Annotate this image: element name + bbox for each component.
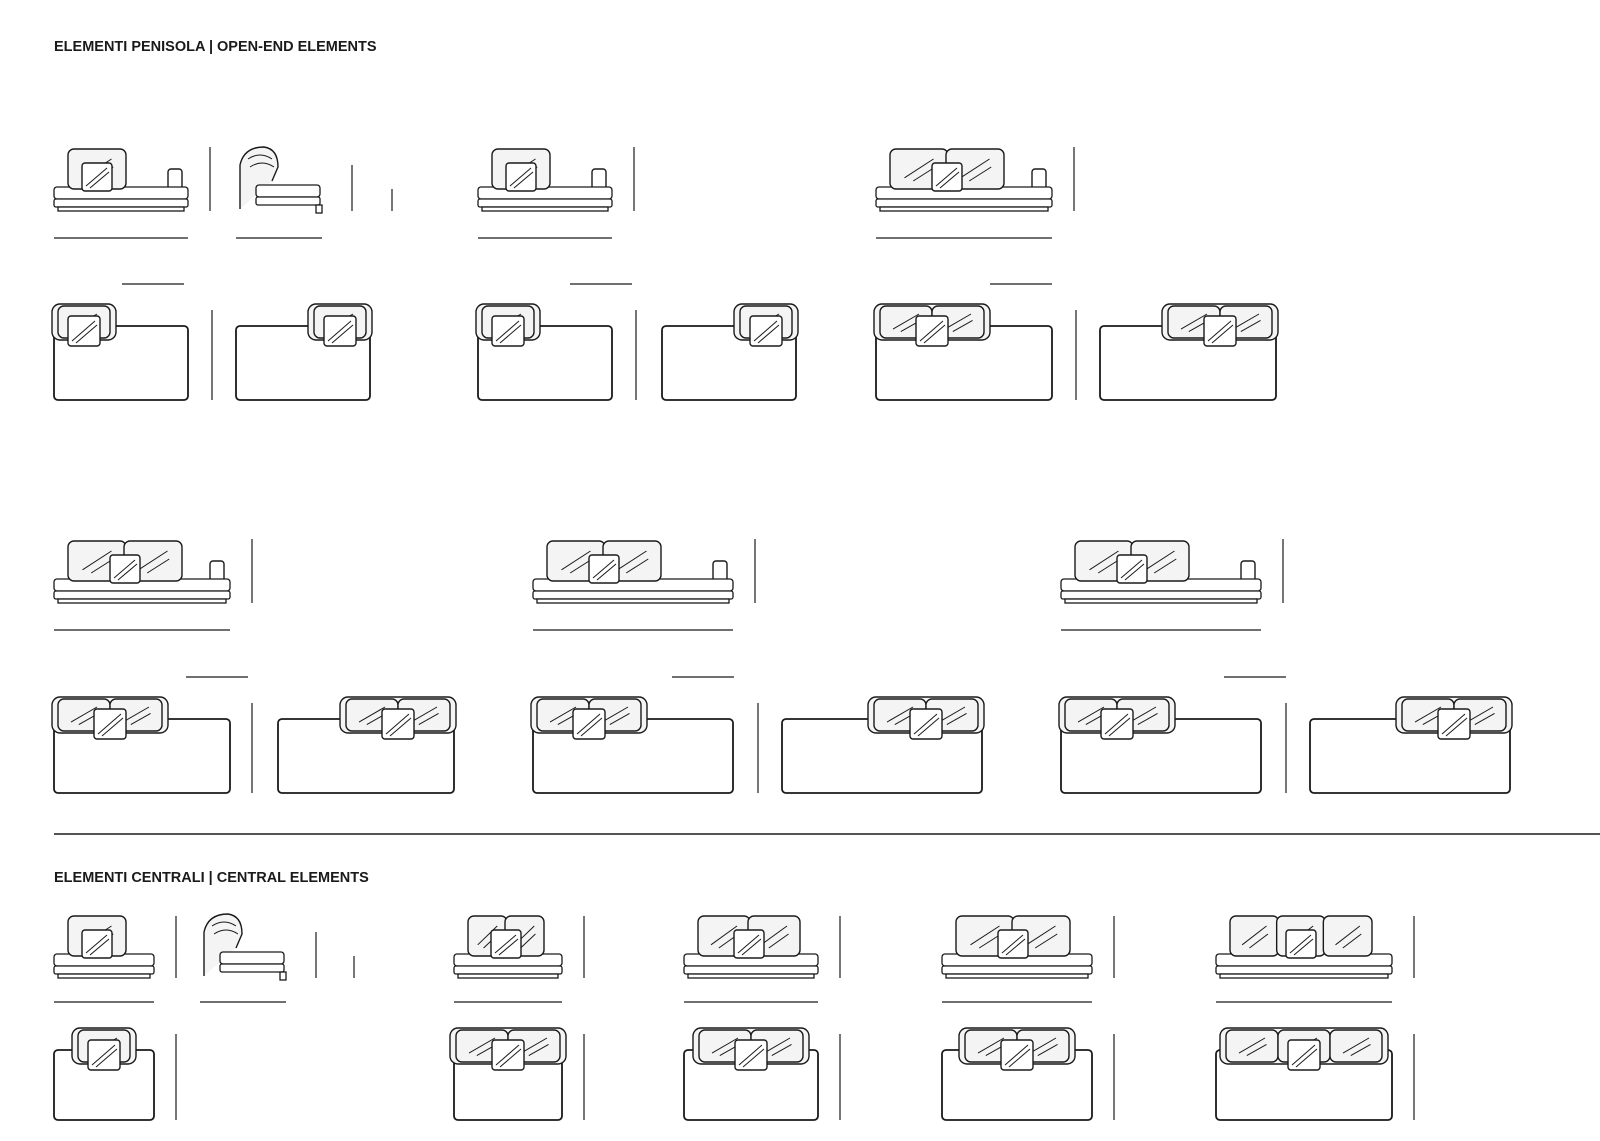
- small-cushion: [915, 315, 949, 347]
- section-title-central: ELEMENTI CENTRALI | CENTRAL ELEMENTS: [54, 870, 369, 886]
- small-cushion: [93, 708, 127, 740]
- front-view: [53, 953, 155, 979]
- back-pillow: [1322, 915, 1373, 957]
- small-cushion: [490, 929, 522, 959]
- base-band: [1060, 590, 1262, 600]
- back-pillow: [1229, 915, 1280, 957]
- section-title-open-end: ELEMENTI PENISOLA | OPEN-END ELEMENTS: [54, 39, 377, 55]
- small-cushion: [87, 1039, 121, 1071]
- plinth: [536, 598, 730, 604]
- small-cushion: [909, 708, 943, 740]
- small-cushion: [81, 162, 113, 192]
- small-cushion: [81, 929, 113, 959]
- base-band: [53, 198, 189, 208]
- small-cushion: [749, 315, 783, 347]
- back-pillow: [1329, 1029, 1383, 1063]
- base-band: [1215, 965, 1393, 975]
- front-view: [1215, 953, 1393, 979]
- small-cushion: [734, 1039, 768, 1071]
- small-cushion: [109, 554, 141, 584]
- small-cushion: [1203, 315, 1237, 347]
- plinth: [57, 206, 185, 212]
- front-view: [683, 953, 819, 979]
- small-cushion: [588, 554, 620, 584]
- front-view: [875, 168, 1053, 212]
- small-cushion: [1285, 929, 1317, 959]
- side-view: [239, 146, 323, 214]
- small-cushion: [1000, 1039, 1034, 1071]
- base-band: [941, 965, 1093, 975]
- front-view: [1060, 560, 1262, 604]
- small-cushion: [491, 315, 525, 347]
- plinth: [57, 598, 227, 604]
- base-band: [53, 590, 231, 600]
- small-cushion: [997, 929, 1029, 959]
- base-band: [477, 198, 613, 208]
- front-view: [941, 953, 1093, 979]
- plinth: [1219, 973, 1389, 979]
- small-cushion: [572, 708, 606, 740]
- small-cushion: [1437, 708, 1471, 740]
- small-cushion: [733, 929, 765, 959]
- plinth: [945, 973, 1089, 979]
- plinth: [879, 206, 1049, 212]
- base-band: [53, 965, 155, 975]
- small-cushion: [323, 315, 357, 347]
- front-view: [53, 560, 231, 604]
- small-cushion: [1287, 1039, 1321, 1071]
- base-band: [875, 198, 1053, 208]
- back-pillow: [1225, 1029, 1279, 1063]
- small-cushion: [505, 162, 537, 192]
- plinth: [457, 973, 559, 979]
- base-band: [453, 965, 563, 975]
- plinth: [687, 973, 815, 979]
- small-cushion: [1116, 554, 1148, 584]
- base-band: [532, 590, 734, 600]
- small-cushion: [931, 162, 963, 192]
- plinth: [481, 206, 609, 212]
- small-cushion: [491, 1039, 525, 1071]
- small-cushion: [1100, 708, 1134, 740]
- small-cushion: [67, 315, 101, 347]
- plinth: [57, 973, 151, 979]
- plinth: [1064, 598, 1258, 604]
- side-view: [203, 913, 287, 981]
- small-cushion: [381, 708, 415, 740]
- base-band: [683, 965, 819, 975]
- front-view: [453, 953, 563, 979]
